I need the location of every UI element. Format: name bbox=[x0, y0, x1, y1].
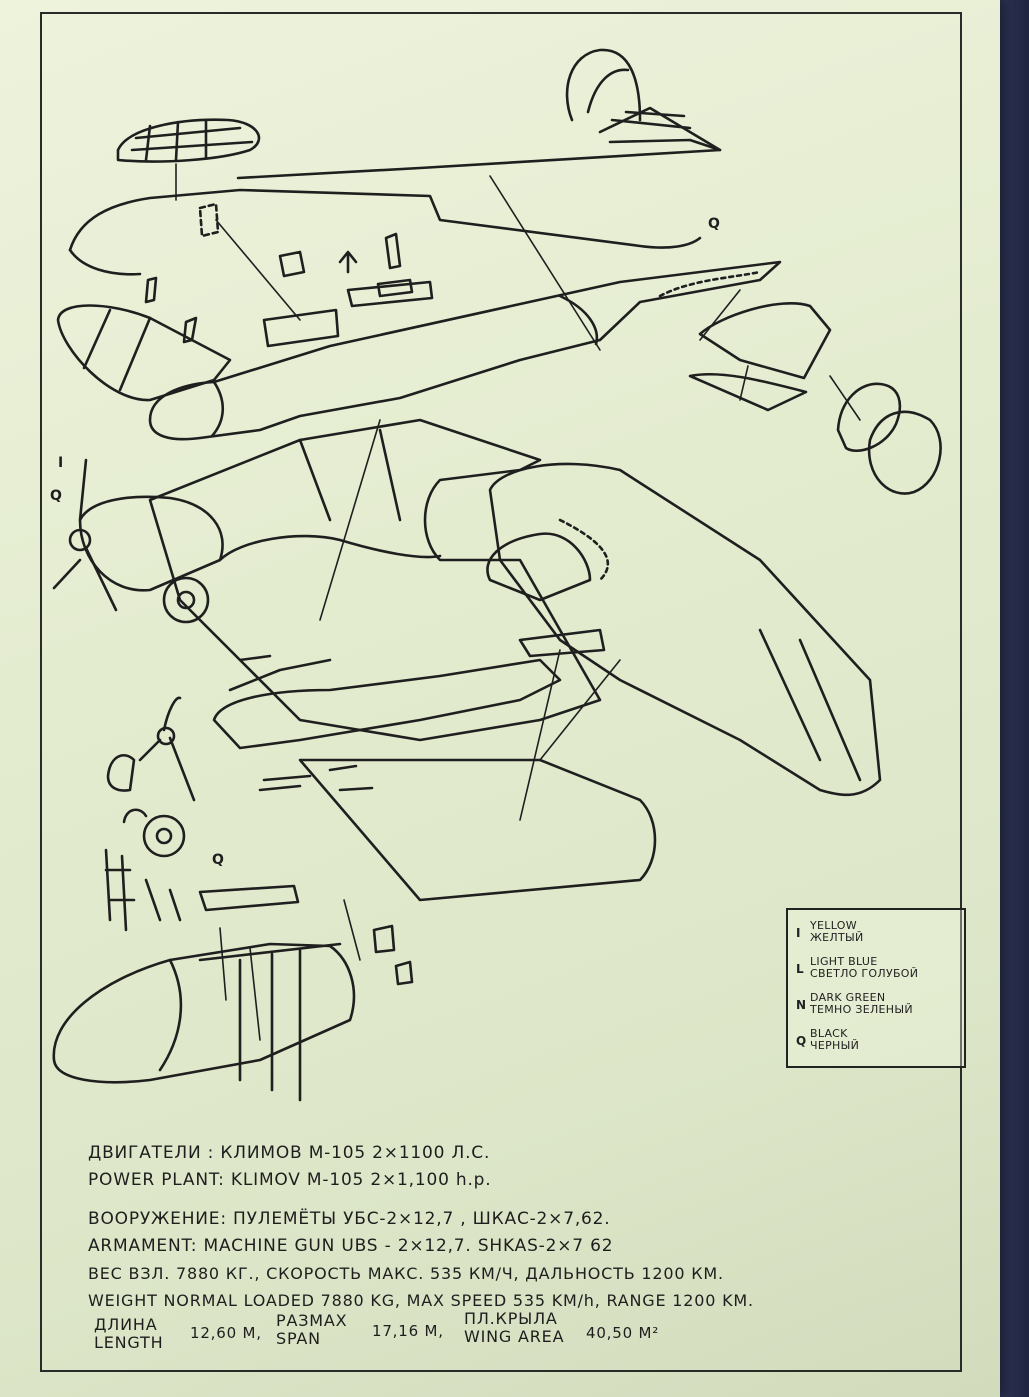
legend-row-light-blue: L LIGHT BLUE СВЕТЛО ГОЛУБОЙ bbox=[796, 956, 918, 980]
legend-key: N bbox=[796, 998, 807, 1012]
tailplane-parts bbox=[688, 302, 942, 495]
spec-length-label: ДЛИНА LENGTH bbox=[94, 1316, 163, 1352]
color-callout-q: Q bbox=[50, 488, 63, 504]
spec-weight-ru: ВЕС ВЗЛ. 7880 КГ., СКОРОСТЬ МАКС. 535 КМ… bbox=[88, 1264, 724, 1283]
area-label-ru: ПЛ.КРЫЛА bbox=[464, 1309, 558, 1328]
right-wing-outer-panel bbox=[486, 462, 882, 797]
landing-wheel bbox=[122, 808, 186, 858]
legend-label-en: YELLOW bbox=[810, 919, 857, 932]
left-wing-outer-panel bbox=[56, 304, 232, 402]
color-callout-i: I bbox=[58, 455, 65, 471]
spec-engines-en: POWER PLANT: KLIMOV M-105 2×1,100 h.p. bbox=[88, 1170, 492, 1190]
legend-key: L bbox=[796, 962, 804, 976]
legend-label-en: LIGHT BLUE bbox=[810, 955, 878, 968]
legend-key: I bbox=[796, 926, 801, 940]
instruction-sheet: Q I Q Q I YELLOW ЖЕЛТЫЙ L LIGHT BLUE СВЕ… bbox=[0, 0, 1000, 1397]
spec-span-value: 17,16 М, bbox=[372, 1322, 444, 1340]
color-callout-q: Q bbox=[708, 216, 721, 232]
legend-label-ru: СВЕТЛО ГОЛУБОЙ bbox=[810, 967, 919, 980]
lower-nacelle-assembly bbox=[212, 628, 657, 902]
fuselage-upper-half bbox=[68, 48, 722, 276]
canopy-part bbox=[116, 118, 261, 163]
exploded-assembly-diagram bbox=[52, 48, 942, 1102]
legend-label-ru: ЖЕЛТЫЙ bbox=[810, 931, 864, 944]
right-propeller bbox=[106, 696, 196, 802]
legend-label-en: BLACK bbox=[810, 1027, 848, 1040]
spec-length-value: 12,60 М, bbox=[190, 1324, 262, 1342]
legend-label-ru: ЧЕРНЫЙ bbox=[810, 1039, 860, 1052]
length-label-ru: ДЛИНА bbox=[94, 1315, 158, 1334]
spec-armament-ru: ВООРУЖЕНИЕ: ПУЛЕМЁТЫ УБС-2×12,7 , ШКАС-2… bbox=[88, 1209, 611, 1229]
left-engine-nacelle bbox=[52, 458, 224, 624]
span-label-ru: РАЗМАХ bbox=[276, 1311, 348, 1330]
nose-section bbox=[52, 884, 414, 1102]
spec-engines-ru: ДВИГАТЕЛИ : КЛИМОВ М-105 2×1100 Л.С. bbox=[88, 1143, 491, 1163]
legend-row-dark-green: N DARK GREEN ТЕМНО ЗЕЛЕНЫЙ bbox=[796, 992, 913, 1016]
spec-armament-en: ARMAMENT: MACHINE GUN UBS - 2×12,7. SHKA… bbox=[88, 1236, 614, 1256]
sheet-border bbox=[40, 12, 962, 1372]
legend-row-yellow: I YELLOW ЖЕЛТЫЙ bbox=[796, 920, 864, 944]
legend-label-ru: ТЕМНО ЗЕЛЕНЫЙ bbox=[810, 1003, 913, 1016]
spec-area-label: ПЛ.КРЫЛА WING AREA bbox=[464, 1310, 564, 1346]
spec-area-value: 40,50 М² bbox=[586, 1324, 660, 1342]
fuselage-lower-half bbox=[148, 260, 782, 441]
color-legend: I YELLOW ЖЕЛТЫЙ L LIGHT BLUE СВЕТЛО ГОЛУ… bbox=[786, 908, 966, 1068]
length-label-en: LENGTH bbox=[94, 1333, 164, 1352]
center-wing-section bbox=[148, 418, 602, 742]
area-label-en: WING AREA bbox=[464, 1327, 565, 1346]
assembly-arrows bbox=[175, 163, 861, 1041]
landing-gear-strut bbox=[104, 848, 182, 932]
legend-row-black: Q BLACK ЧЕРНЫЙ bbox=[796, 1028, 859, 1052]
legend-label-en: DARK GREEN bbox=[810, 991, 886, 1004]
color-callout-q: Q bbox=[212, 852, 225, 868]
cockpit-small-parts bbox=[144, 232, 434, 348]
spec-span-label: РАЗМАХ SPAN bbox=[276, 1312, 347, 1348]
legend-key: Q bbox=[796, 1034, 807, 1048]
span-label-en: SPAN bbox=[276, 1329, 321, 1348]
spec-weight-en: WEIGHT NORMAL LOADED 7880 KG, MAX SPEED … bbox=[88, 1291, 754, 1310]
